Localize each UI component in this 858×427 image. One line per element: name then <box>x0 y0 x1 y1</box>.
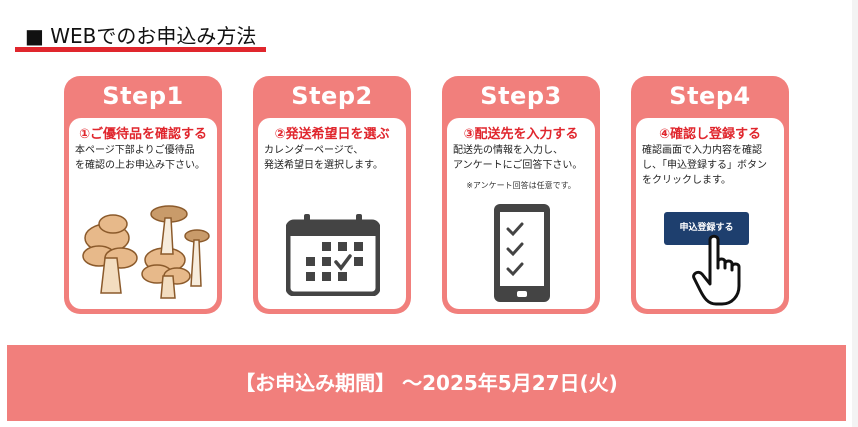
register-button-illustration: 申込登録する <box>664 212 749 245</box>
step-note: ※アンケート回答は任意です。 <box>466 181 576 190</box>
section-heading: ■ WEBでのお申込み方法 <box>15 14 266 52</box>
step-body: ①ご優待品を確認する 本ページ下部よりご優待品 を確認の上お申込み下さい。 <box>69 118 217 309</box>
step-card-3: Step3 ③配送先を入力する 配送先の情報を入力し、 アンケートにご回答下さい… <box>442 76 600 314</box>
page-title: WEBでのお申込み方法 <box>50 24 257 48</box>
step-subtitle: ③配送先を入力する <box>463 127 579 142</box>
heading-square-icon: ■ <box>25 24 44 48</box>
step-card-4: Step4 ④確認し登録する 確認画面で入力内容を確認 し、「申込登録する」ボタ… <box>631 76 789 314</box>
calendar-icon <box>286 214 380 296</box>
mushroom-icon <box>82 205 210 299</box>
step-card-1: Step1 ①ご優待品を確認する 本ページ下部よりご優待品 を確認の上お申込み下… <box>64 76 222 314</box>
step-subtitle: ②発送希望日を選ぶ <box>274 127 390 142</box>
step-description: カレンダーページで、 発送希望日を選択します。 <box>264 145 383 171</box>
step-description: 配送先の情報を入力し、 アンケートにご回答下さい。 <box>453 145 583 171</box>
smartphone-checklist-icon <box>494 204 550 302</box>
step-title: Step4 <box>669 82 751 110</box>
application-period-text: 【お申込み期間】 ～2025年5月27日(火) <box>235 371 618 395</box>
step-card-2: Step2 ②発送希望日を選ぶ カレンダーページで、 発送希望日を選択します。 <box>253 76 411 314</box>
section-heading-text: ■ WEBでのお申込み方法 <box>25 20 256 49</box>
step-body: ③配送先を入力する 配送先の情報を入力し、 アンケートにご回答下さい。 ※アンケ… <box>447 118 595 309</box>
step-title: Step1 <box>102 82 184 110</box>
step-body: ④確認し登録する 確認画面で入力内容を確認 し、「申込登録する」ボタン をクリッ… <box>636 118 784 309</box>
pointing-hand-icon <box>692 234 741 306</box>
step-description: 本ページ下部よりご優待品 を確認の上お申込み下さい。 <box>75 145 205 171</box>
check-icon <box>334 254 352 271</box>
step-title: Step2 <box>291 82 373 110</box>
step-description: 確認画面で入力内容を確認 し、「申込登録する」ボタン をクリックします。 <box>642 145 767 186</box>
step-subtitle: ④確認し登録する <box>658 127 761 142</box>
scrollbar-track[interactable] <box>852 0 858 427</box>
step-title: Step3 <box>480 82 562 110</box>
step-subtitle: ①ご優待品を確認する <box>78 127 207 142</box>
application-period-banner: 【お申込み期間】 ～2025年5月27日(火) <box>7 345 846 421</box>
heading-underline <box>15 47 266 52</box>
step-body: ②発送希望日を選ぶ カレンダーページで、 発送希望日を選択します。 <box>258 118 406 309</box>
